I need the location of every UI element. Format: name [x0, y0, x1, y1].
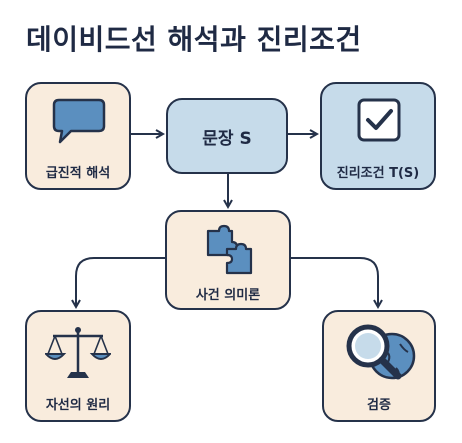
arrow-event-to-verify — [291, 257, 378, 306]
node-event-semantics: 사건 의미론 — [165, 210, 291, 310]
arrow-event-to-charity — [76, 257, 165, 306]
node-principle-of-charity: 자선의 원리 — [25, 310, 131, 422]
node-sentence: 문장 S — [166, 98, 288, 174]
scales-icon — [45, 327, 111, 378]
puzzle-icon — [206, 224, 253, 275]
node-radical-label: 급진적 해석 — [45, 166, 111, 181]
node-event-label: 사건 의미론 — [195, 288, 261, 303]
speech-bubble-icon — [52, 98, 106, 144]
node-truth-condition: 진리조건 T(S) — [320, 82, 436, 190]
node-sentence-label: 문장 S — [202, 128, 252, 149]
checkbox-icon — [357, 98, 401, 142]
node-verification: 검증 — [322, 310, 436, 422]
node-charity-label: 자선의 원리 — [45, 398, 111, 413]
node-verify-label: 검증 — [367, 398, 391, 413]
diagram-title: 데이비드선 해석과 진리조건 — [26, 23, 362, 56]
node-radical-interpretation: 급진적 해석 — [25, 82, 131, 190]
node-truth-label: 진리조건 T(S) — [336, 166, 420, 181]
magnifier-globe-icon — [346, 324, 416, 380]
